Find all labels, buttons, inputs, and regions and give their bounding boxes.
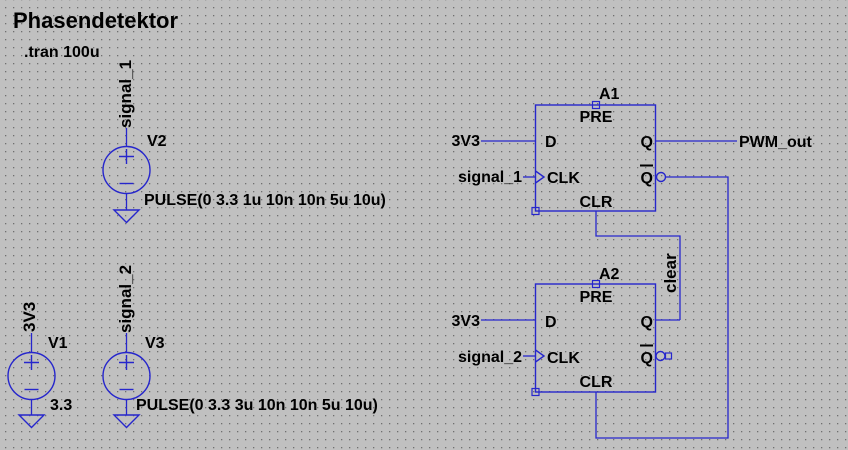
net-label-signal-1-a1[interactable]: signal_1: [458, 169, 522, 186]
qbar-bubble-icon: [655, 171, 667, 183]
plus-terminal-icon: [119, 149, 134, 164]
ground-icon[interactable]: [17, 414, 46, 429]
pin-label-clr: CLR: [580, 194, 613, 211]
component-name-v3[interactable]: V3: [145, 335, 165, 352]
unconnected-pin-marker-pre: [591, 100, 601, 110]
wire-qbar-a1-to-clr-a2[interactable]: [595, 176, 729, 439]
pin-label-q: Q: [641, 134, 653, 151]
component-name-v2[interactable]: V2: [147, 133, 167, 150]
net-label-signal-2-source[interactable]: signal_2: [116, 265, 135, 333]
component-value-v1[interactable]: 3.3: [50, 397, 72, 414]
pin-label-pre: PRE: [580, 109, 613, 126]
flipflop-a1[interactable]: A1 PRE D CLK CLR Q Q 3V3 signal_1 PWM_ou…: [452, 86, 813, 216]
plus-terminal-icon: [119, 355, 134, 370]
net-label-clear[interactable]: clear: [661, 253, 680, 293]
net-label-3v3-source[interactable]: 3V3: [20, 302, 39, 332]
pin-label-clk: CLK: [547, 350, 580, 367]
pin-label-d: D: [545, 134, 557, 151]
component-name-v1[interactable]: V1: [48, 335, 68, 352]
component-value-v3[interactable]: PULSE(0 3.3 3u 10n 10n 5u 10u): [136, 397, 378, 414]
pin-label-qbar: Q: [641, 170, 653, 187]
plus-terminal-icon: [24, 355, 39, 370]
component-name-a1[interactable]: A1: [599, 86, 620, 103]
voltage-source-v3[interactable]: signal_2 V3 PULSE(0 3.3 3u 10n 10n 5u 10…: [102, 265, 378, 429]
flipflop-a2[interactable]: A2 PRE D CLK CLR Q Q 3V3 signal_2: [452, 266, 680, 397]
clock-edge-icon: [535, 170, 546, 184]
clock-edge-icon: [535, 349, 546, 363]
ground-icon[interactable]: [112, 414, 141, 429]
net-label-signal-2-a2[interactable]: signal_2: [458, 349, 522, 366]
sheet-title[interactable]: Phasendetektor: [13, 8, 178, 33]
wire-clear-net[interactable]: [595, 211, 681, 320]
unconnected-pin-marker-corner: [531, 206, 540, 216]
net-label-3v3-a1[interactable]: 3V3: [452, 133, 481, 150]
spice-directive[interactable]: .tran 100u: [24, 44, 100, 61]
component-value-v2[interactable]: PULSE(0 3.3 1u 10n 10n 5u 10u): [144, 192, 386, 209]
component-name-a2[interactable]: A2: [599, 266, 620, 283]
net-label-pwm-out[interactable]: PWM_out: [739, 134, 813, 151]
unconnected-pin-marker-pre: [591, 279, 601, 289]
ground-icon[interactable]: [112, 209, 141, 224]
net-label-3v3-a2[interactable]: 3V3: [452, 313, 481, 330]
unconnected-pin-marker-qbar: [664, 352, 673, 360]
pin-label-d: D: [545, 314, 557, 331]
pin-label-clr: CLR: [580, 374, 613, 391]
voltage-source-v1[interactable]: 3V3 V1 3.3: [7, 302, 72, 429]
pin-label-clk: CLK: [547, 170, 580, 187]
pin-label-pre: PRE: [580, 289, 613, 306]
net-label-signal-1-source[interactable]: signal_1: [116, 60, 135, 128]
unconnected-pin-marker-corner: [531, 387, 540, 397]
voltage-source-v2[interactable]: signal_1 V2 PULSE(0 3.3 1u 10n 10n 5u 10…: [102, 60, 386, 224]
pin-label-q: Q: [641, 314, 653, 331]
pin-label-qbar: Q: [641, 350, 653, 367]
